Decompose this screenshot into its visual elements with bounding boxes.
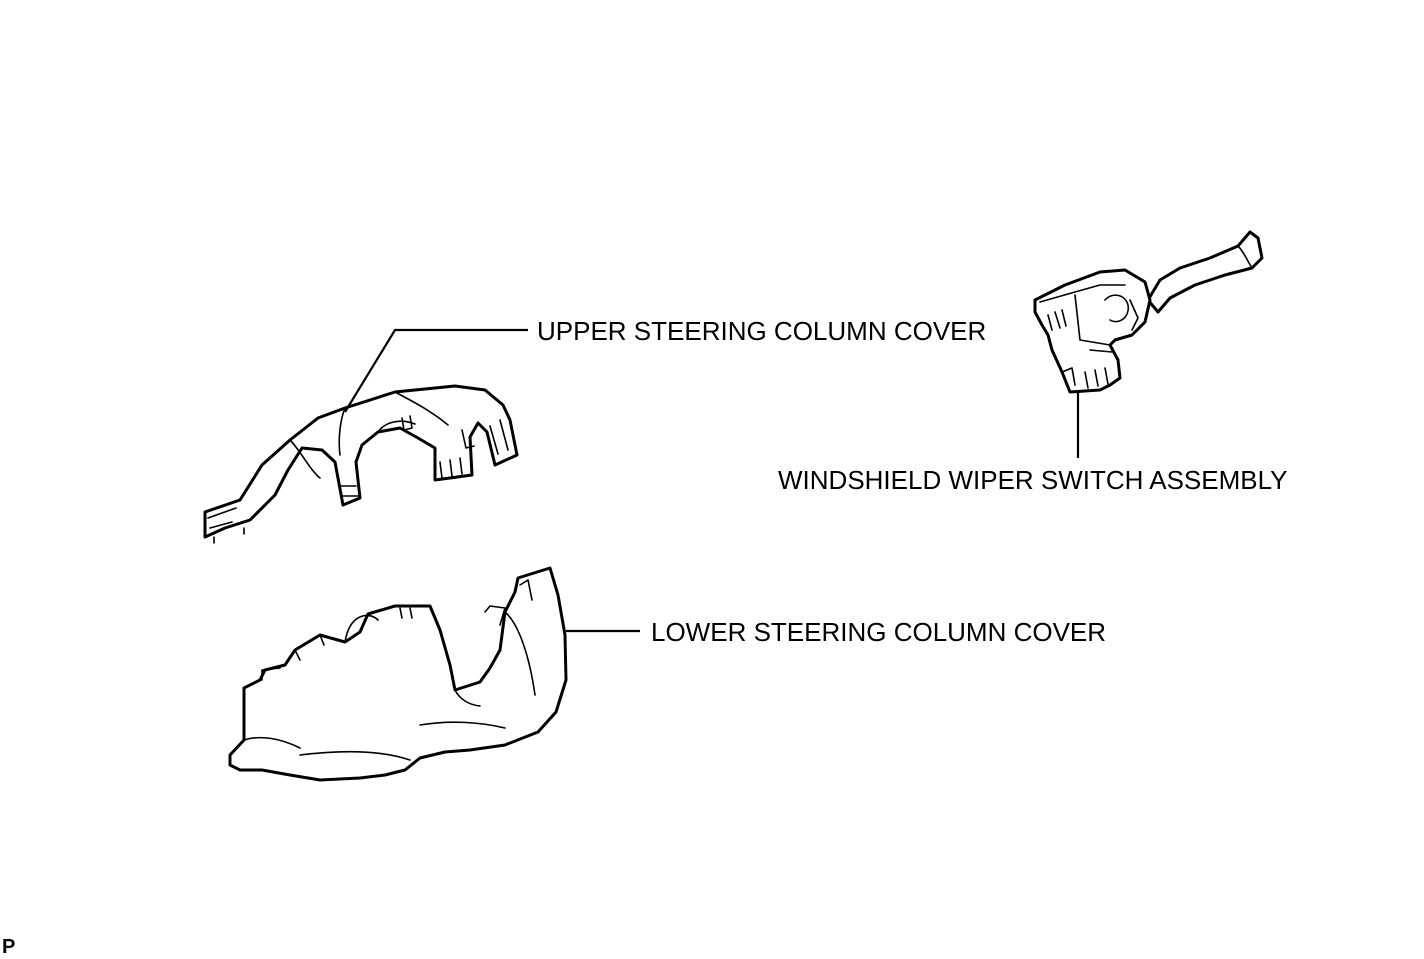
upper-cover-leader-line	[344, 328, 528, 413]
wiper-switch-label: WINDSHIELD WIPER SWITCH ASSEMBLY	[778, 465, 1287, 495]
upper-steering-column-cover-illustration	[203, 384, 519, 544]
windshield-wiper-switch-illustration	[1033, 230, 1264, 394]
upper-cover-label: UPPER STEERING COLUMN COVER	[537, 316, 986, 346]
corner-code: P	[2, 936, 15, 958]
lower-cover-label: LOWER STEERING COLUMN COVER	[651, 617, 1106, 647]
lower-steering-column-cover-illustration	[228, 566, 568, 782]
